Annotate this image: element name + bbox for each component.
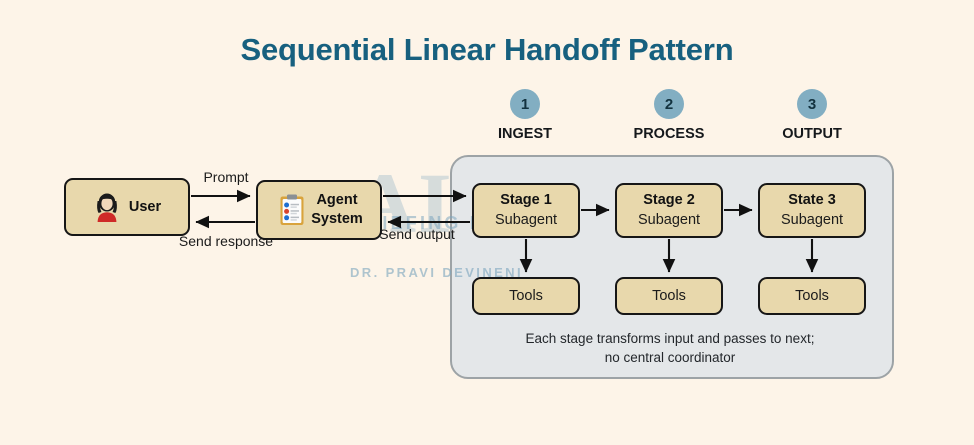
tools-box-3[interactable]: Tools bbox=[758, 277, 866, 315]
caption-line1: Each stage transforms input and passes t… bbox=[525, 331, 815, 346]
tools-box-1[interactable]: Tools bbox=[472, 277, 580, 315]
caption-line2: no central coordinator bbox=[604, 350, 736, 365]
step-label-process: PROCESS bbox=[633, 126, 705, 142]
step-badge-1: 1 bbox=[510, 89, 540, 119]
node-agent-line1: Agent bbox=[316, 192, 358, 208]
step-label-output: OUTPUT bbox=[782, 126, 842, 142]
stage-3-subtitle: Subagent bbox=[780, 212, 844, 228]
node-agent-system[interactable]: Agent System bbox=[256, 180, 382, 240]
step-badge-3: 3 bbox=[797, 89, 827, 119]
stage-box-2[interactable]: Stage 2 Subagent bbox=[615, 183, 723, 238]
stage-1-subtitle: Subagent bbox=[494, 212, 558, 228]
stage-box-1[interactable]: Stage 1 Subagent bbox=[472, 183, 580, 238]
step-badge-2: 2 bbox=[654, 89, 684, 119]
node-user-label: User bbox=[128, 198, 162, 215]
woman-emoji-icon bbox=[96, 193, 117, 222]
tools-box-2[interactable]: Tools bbox=[615, 277, 723, 315]
node-user[interactable]: User bbox=[64, 178, 190, 236]
page-title: Sequential Linear Handoff Pattern bbox=[240, 32, 734, 67]
arrow-label-prompt: Prompt bbox=[203, 169, 249, 185]
clipboard-emoji-icon bbox=[280, 194, 304, 225]
node-agent-line2: System bbox=[311, 211, 363, 227]
stage-box-3[interactable]: State 3 Subagent bbox=[758, 183, 866, 238]
tools-2-label: Tools bbox=[652, 288, 686, 304]
step-label-ingest: INGEST bbox=[498, 126, 552, 142]
stage-3-title: State 3 bbox=[788, 192, 836, 208]
tools-1-label: Tools bbox=[509, 288, 543, 304]
stage-2-subtitle: Subagent bbox=[637, 212, 701, 228]
tools-3-label: Tools bbox=[795, 288, 829, 304]
panel-caption: Each stage transforms input and passes t… bbox=[470, 329, 870, 367]
stage-1-title: Stage 1 bbox=[500, 192, 552, 208]
stage-2-title: Stage 2 bbox=[643, 192, 695, 208]
node-agent-system-label: Agent System bbox=[311, 191, 363, 229]
arrow-label-send-output: Send output bbox=[379, 226, 455, 242]
arrow-label-send-response: Send response bbox=[178, 233, 274, 249]
